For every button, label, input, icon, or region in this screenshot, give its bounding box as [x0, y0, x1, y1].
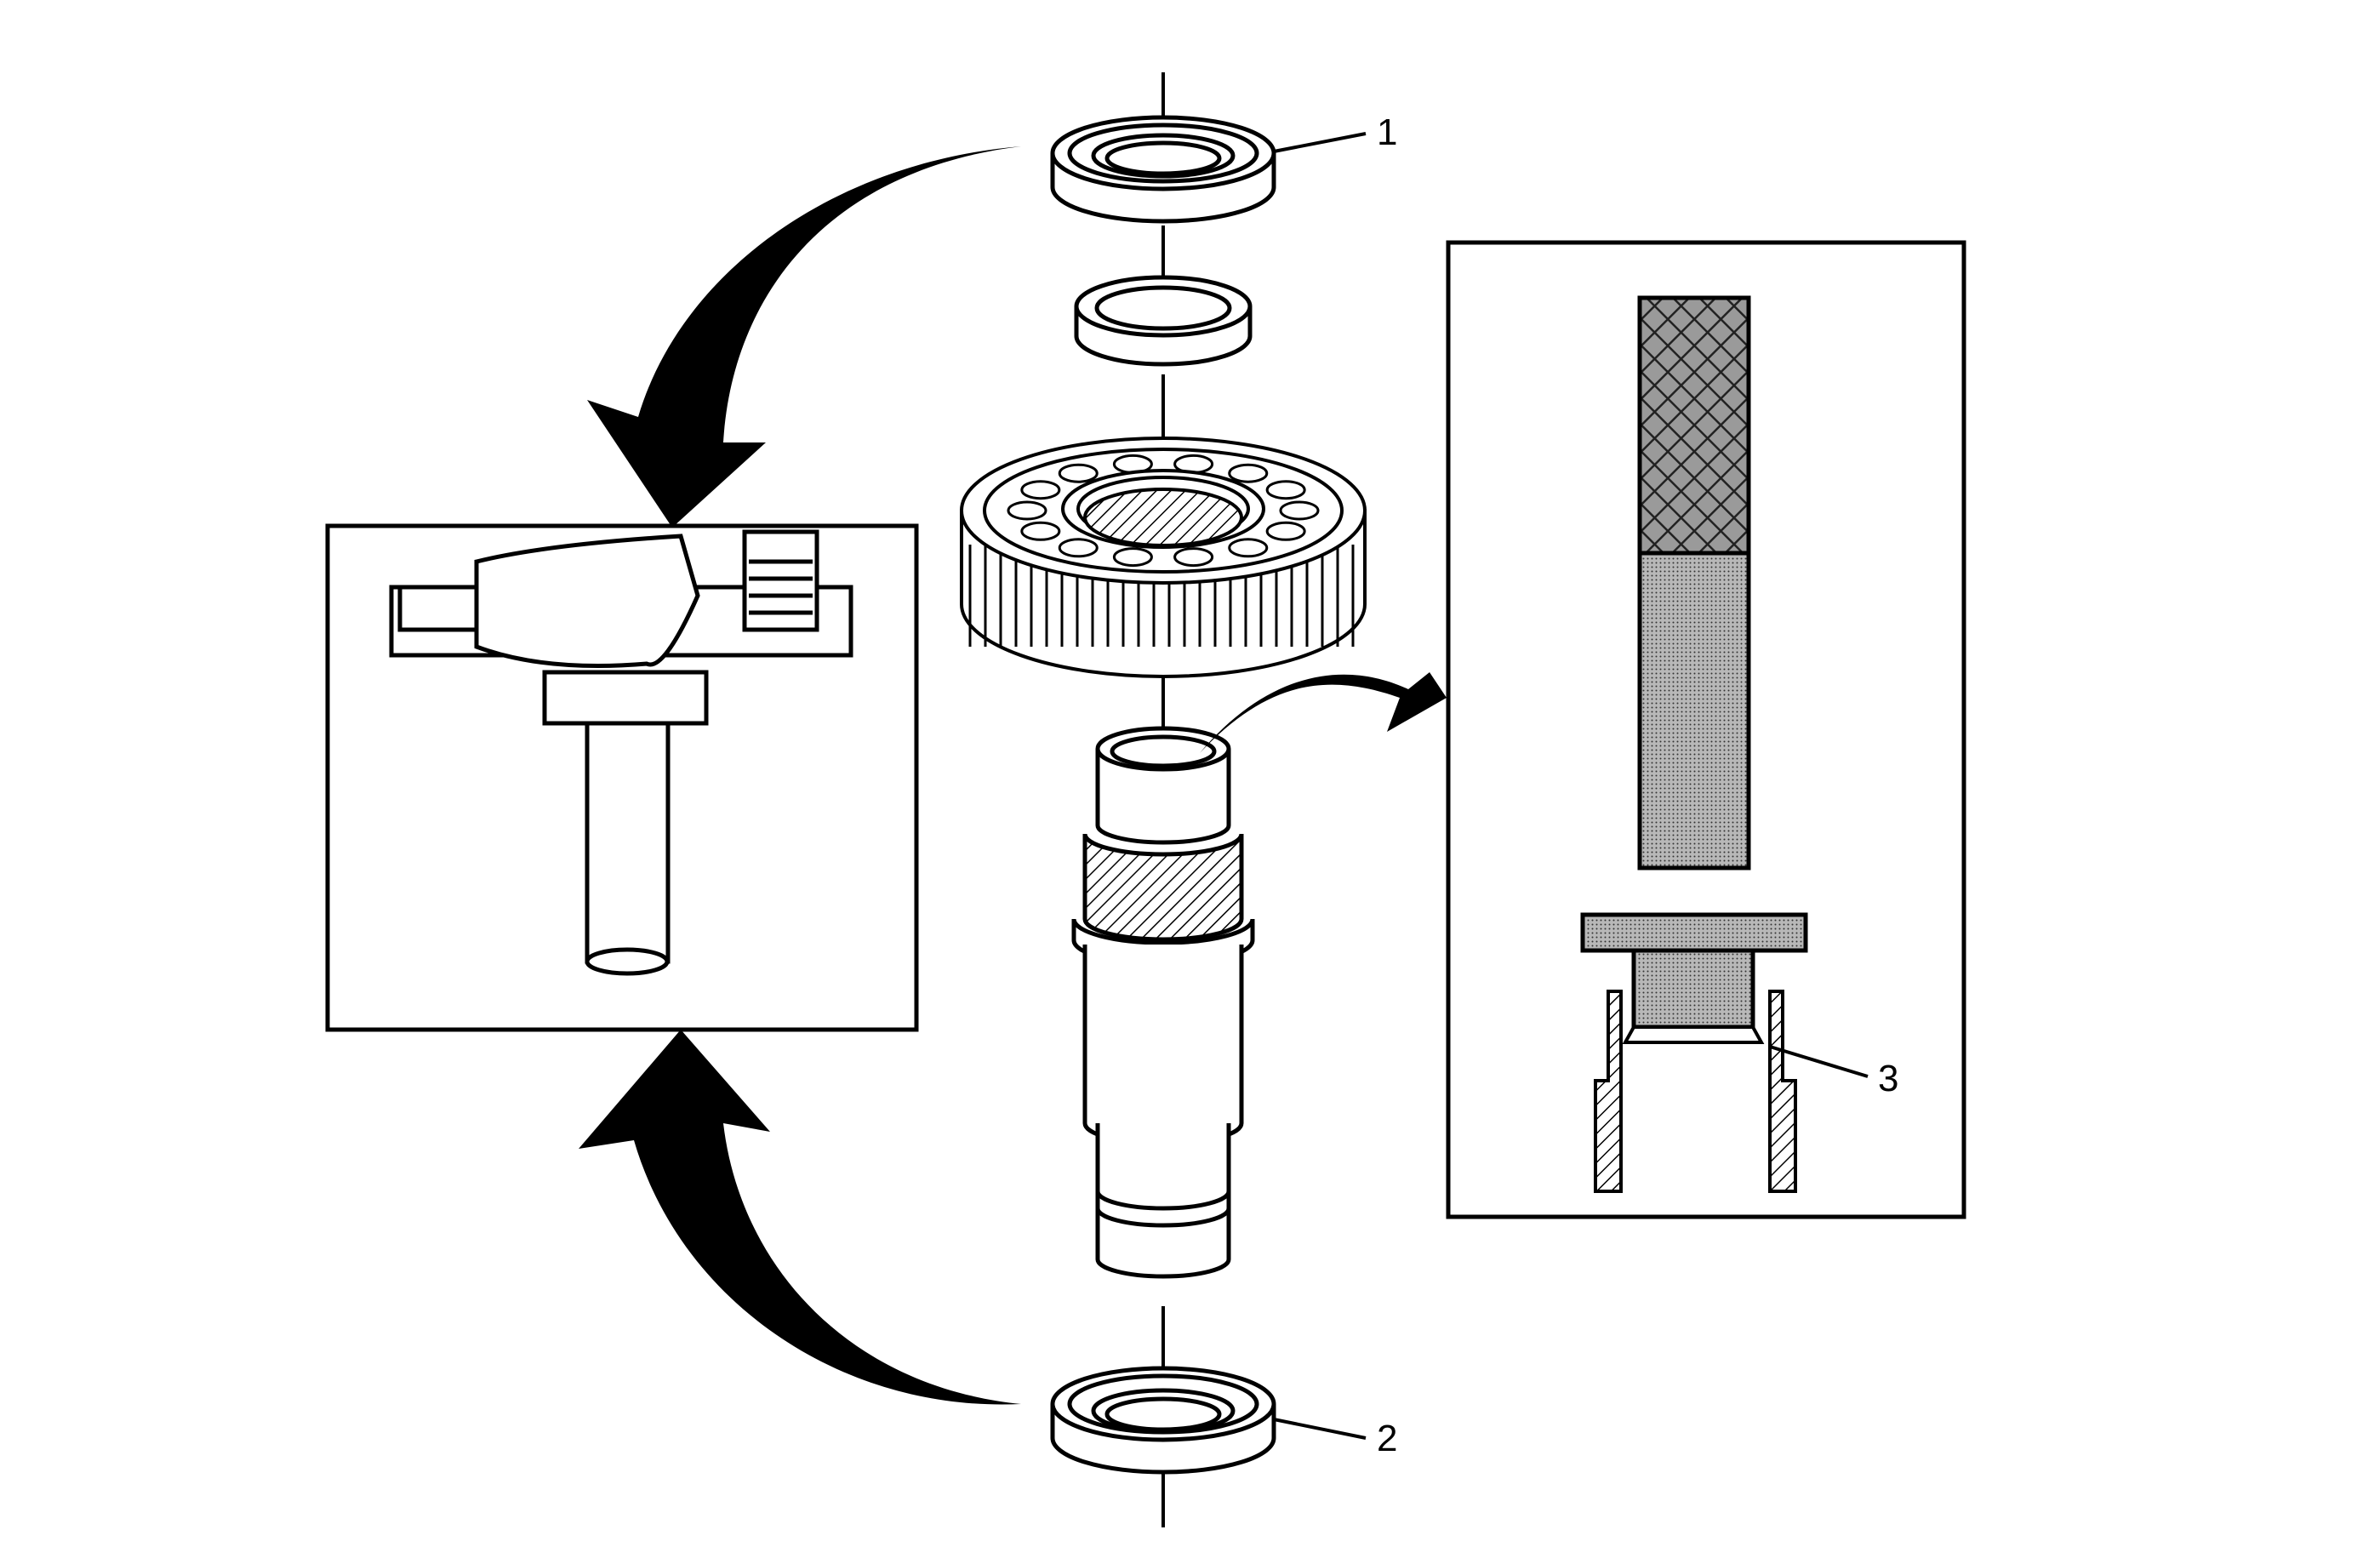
gear-hole: [1265, 521, 1306, 541]
callout-3-label: 3: [1878, 1058, 1898, 1099]
curved-arrow-up-icon: [579, 1030, 1021, 1405]
curved-arrow-right-icon: [1200, 672, 1447, 753]
gear-hole: [1020, 521, 1061, 541]
gear-hole: [1228, 538, 1269, 558]
curved-arrow-down-icon: [587, 146, 1021, 528]
gear-hole: [1265, 480, 1306, 500]
gear-hole: [1020, 480, 1061, 500]
callout-2-label: 2: [1377, 1418, 1397, 1459]
spacer-ring: [1074, 275, 1253, 367]
callout-1-label: 1: [1377, 111, 1397, 153]
gear-hole: [1058, 538, 1099, 558]
leader-lines: [1273, 132, 1869, 1440]
gear-hole: [1279, 500, 1320, 521]
gear-hole: [1228, 463, 1269, 483]
gear-hole: [1007, 500, 1047, 521]
top-bearing: [1050, 115, 1276, 224]
output-shaft: [1071, 726, 1255, 1279]
installer-tool-inset: [1446, 240, 1966, 1219]
press-tool-inset: [325, 523, 919, 1032]
gear-hole: [1173, 547, 1214, 568]
gear: [960, 437, 1367, 678]
gear-hole: [1112, 547, 1153, 568]
gear-hole: [1058, 463, 1099, 483]
bottom-bearing: [1050, 1366, 1276, 1475]
